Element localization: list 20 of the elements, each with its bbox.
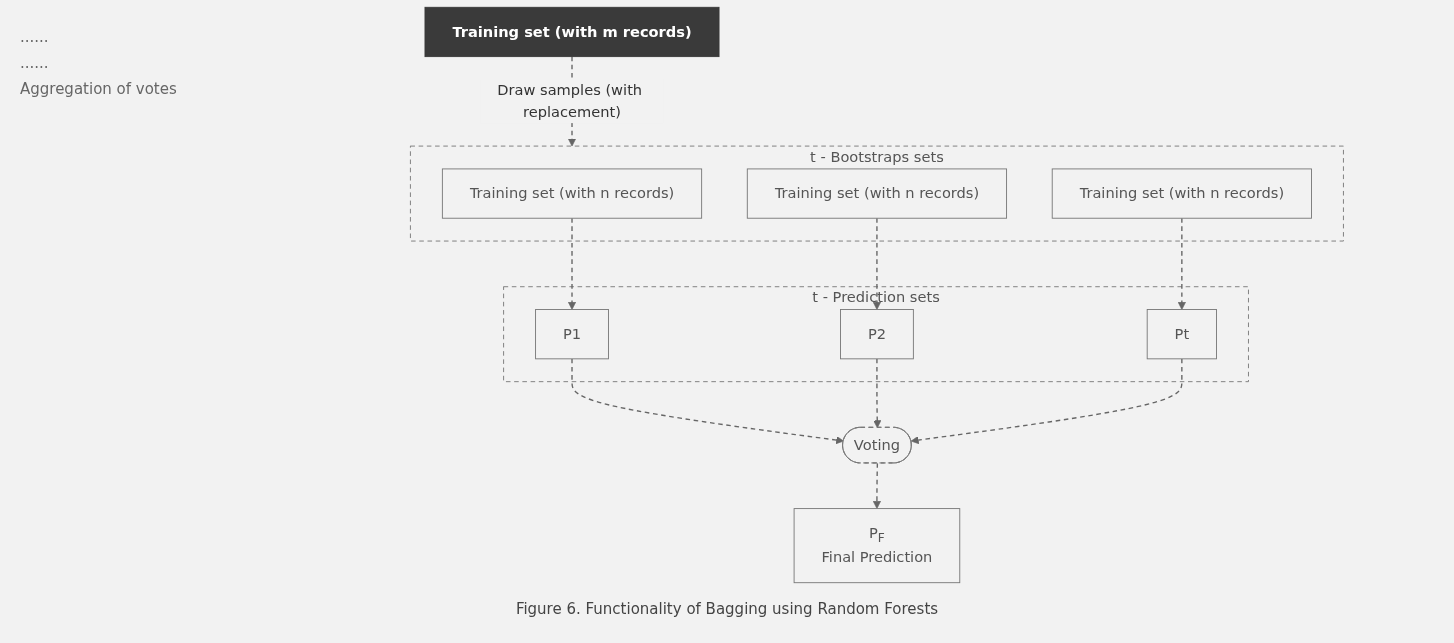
annotation-text: Aggregation of votes bbox=[20, 80, 178, 98]
node-box: P$_{F}$ Final Prediction bbox=[793, 508, 961, 584]
node-box: P2 bbox=[840, 309, 914, 360]
edge-label: Draw samples (with replacement) bbox=[497, 81, 643, 121]
ellipsis-text: ...... bbox=[20, 54, 50, 72]
ellipsis-text: ...... bbox=[20, 28, 50, 46]
arrow bbox=[1177, 217, 1186, 310]
arrow bbox=[873, 358, 882, 429]
node-box: Training set (with m records) bbox=[424, 6, 720, 58]
figure-caption: Figure 6. Functionality of Bagging using Random Forests bbox=[514, 600, 940, 618]
node-box: Training set (with n records) bbox=[441, 168, 703, 219]
arrow bbox=[568, 217, 577, 310]
arrow bbox=[910, 358, 1183, 445]
arrow bbox=[571, 358, 845, 445]
arrow bbox=[872, 217, 881, 310]
node-box: Training set (with n records) bbox=[1051, 168, 1312, 219]
node-box: Pt bbox=[1146, 309, 1218, 360]
node-box: Training set (with n records) bbox=[746, 168, 1008, 219]
arrow bbox=[872, 462, 881, 509]
node-box: P1 bbox=[535, 309, 609, 360]
